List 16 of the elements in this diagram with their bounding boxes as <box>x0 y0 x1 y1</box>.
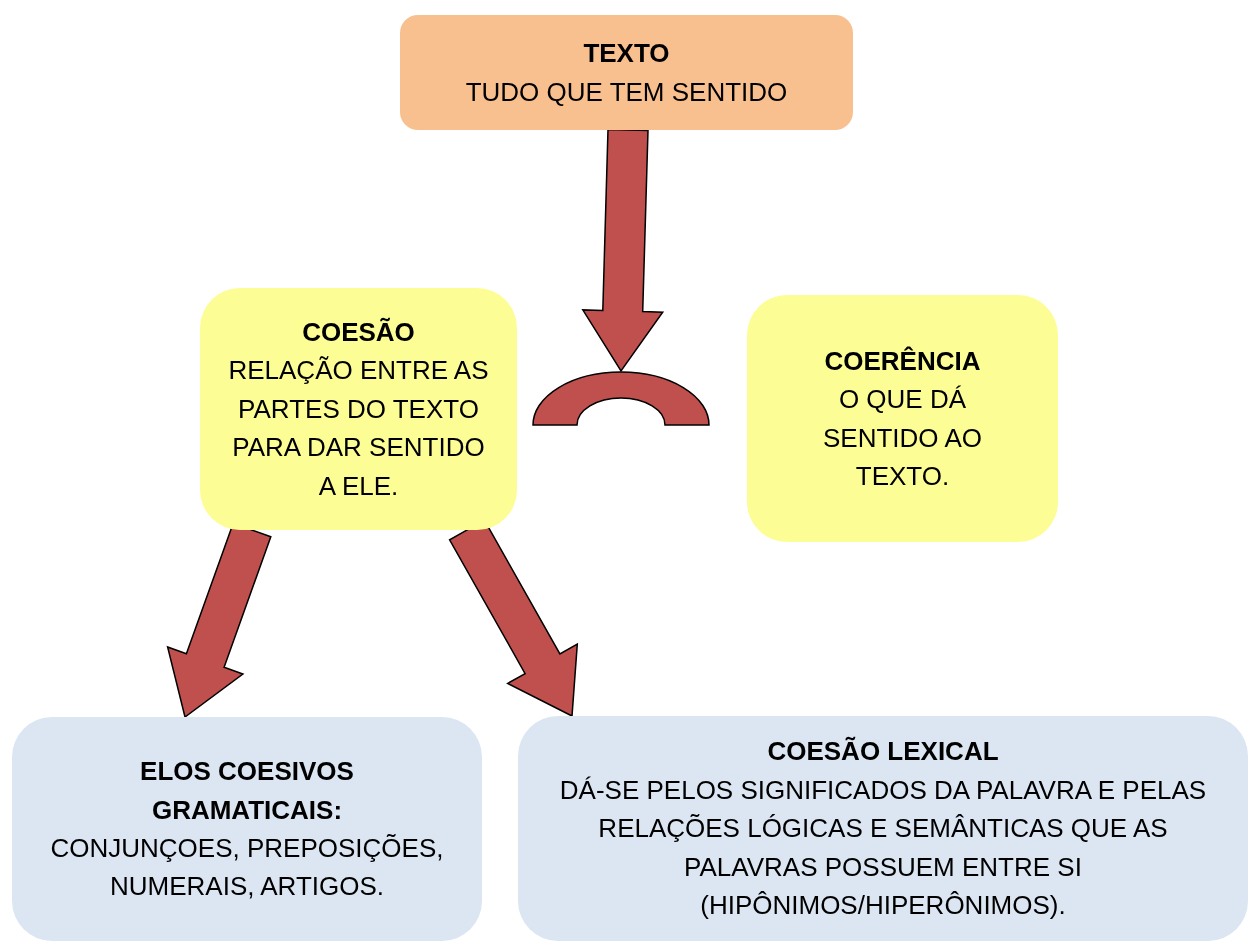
box-heading: COESÃO LEXICAL <box>767 735 999 769</box>
box-description: TUDO QUE TEM SENTIDO <box>465 75 788 109</box>
box-heading: COESÃO <box>302 315 415 349</box>
concept-box <box>518 716 1248 941</box>
box-description: RELAÇÃO ENTRE AS PARTES DO TEXTO PARA DAR SENTIDO A ELE. <box>228 354 489 503</box>
concept-box <box>200 288 517 530</box>
block-arrow <box>581 128 665 373</box>
box-description: CONJUNÇOES, PREPOSIÇÕES, NUMERAIS, ARTIGOS. <box>49 832 445 904</box>
box-description: O QUE DÁ SENTIDO AO TEXTO. <box>822 383 983 493</box>
concept-box <box>747 295 1058 542</box>
box-heading: ELOS COESIVOS GRAMATICAIS: <box>139 755 355 827</box>
title-box <box>400 15 853 130</box>
box-heading: COERÊNCIA <box>824 344 981 378</box>
box-heading: TEXTO <box>583 37 670 71</box>
concept-box <box>12 717 482 941</box>
box-description: DÁ-SE PELOS SIGNIFICADOS DA PALAVRA E PELAS RELAÇÕES LÓGICAS E SEMÂNTICAS QUE AS PALAVRAS POSSUEM ENTRE SI (HIPÔNIMOS/HIPERÔNIMOS). <box>558 773 1208 923</box>
